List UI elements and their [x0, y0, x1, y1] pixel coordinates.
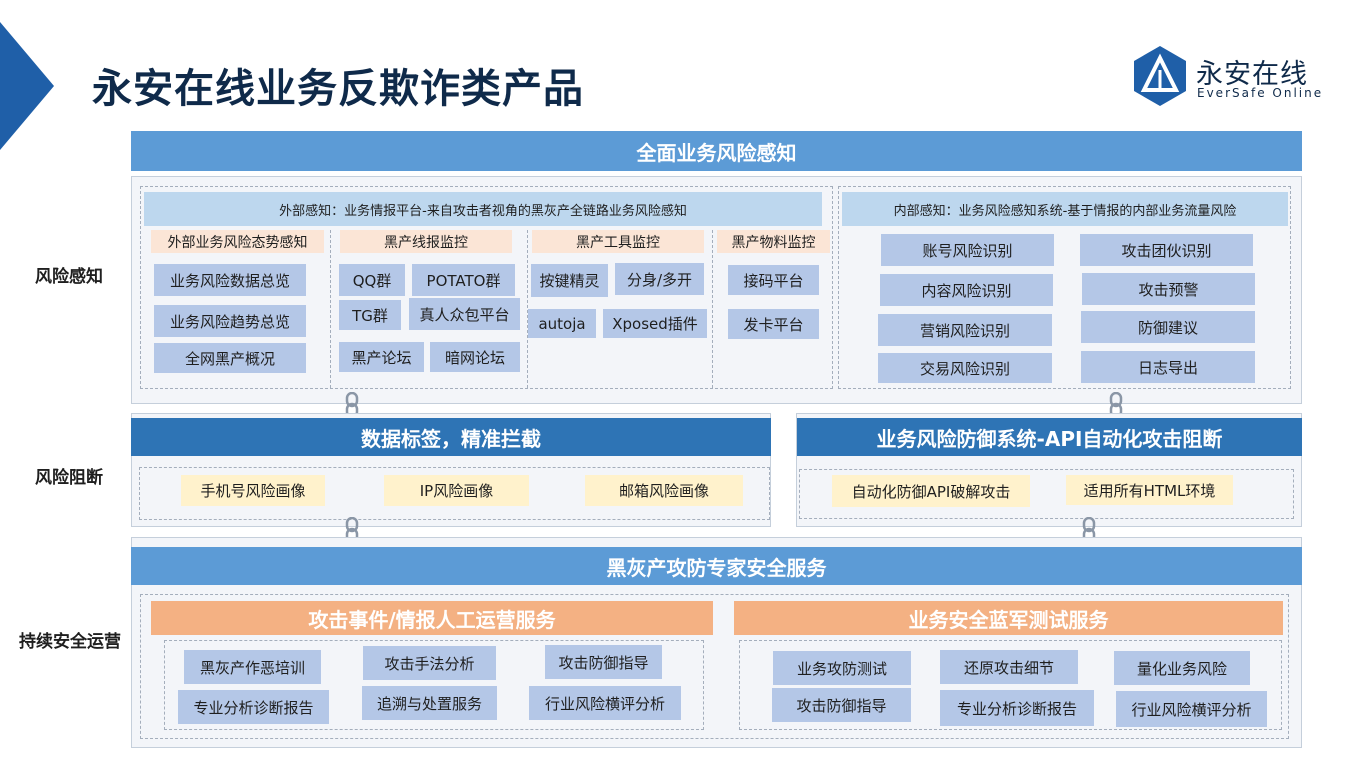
- capability-box: 内容风险识别: [880, 274, 1053, 306]
- service-box: 行业风险横评分析: [1116, 691, 1267, 727]
- capability-box: 全网黑产概况: [154, 343, 306, 373]
- logo-wordmark: 永安在线: [1196, 59, 1308, 90]
- service-box: 攻击手法分析: [363, 646, 496, 680]
- service-box: 量化业务风险: [1114, 651, 1250, 685]
- side-label-blocking: 风险阻断: [35, 468, 103, 488]
- service-box: 专业分析诊断报告: [178, 690, 329, 724]
- capability-box: 交易风险识别: [878, 353, 1052, 383]
- column-divider: [527, 230, 528, 388]
- page-title: 永安在线业务反欺诈类产品: [92, 66, 584, 112]
- capability-box: 日志导出: [1081, 351, 1255, 383]
- internal-perception-area: [838, 186, 1291, 389]
- capability-box: 攻击预警: [1082, 273, 1255, 305]
- capability-box: 按键精灵: [531, 264, 608, 297]
- service-box: 黑灰产作恶培训: [184, 650, 321, 684]
- profile-box: 邮箱风险画像: [585, 475, 743, 506]
- category-material-monitor: 黑产物料监控: [717, 230, 830, 253]
- external-perception-area: [140, 186, 833, 389]
- capability-box: 暗网论坛: [430, 342, 520, 372]
- profile-box: 手机号风险画像: [181, 475, 325, 506]
- capability-box: POTATO群: [412, 264, 515, 296]
- capability-box: 攻击团伙识别: [1080, 234, 1253, 266]
- column-divider: [712, 230, 713, 388]
- category-tool-monitor: 黑产工具监控: [532, 230, 704, 253]
- capability-box: 账号风险识别: [881, 234, 1054, 266]
- profile-box: IP风险画像: [384, 475, 529, 506]
- capability-box: autoja: [528, 309, 596, 338]
- operations-area: [140, 594, 1289, 739]
- external-subheader: 外部感知：业务情报平台-来自攻击者视角的黑灰产全链路业务风险感知: [144, 192, 822, 226]
- capability-box: 业务风险数据总览: [154, 264, 306, 296]
- blocking-right-header: 业务风险防御系统-API自动化攻击阻断: [797, 418, 1302, 456]
- capability-box: TG群: [339, 300, 401, 330]
- service-box: 行业风险横评分析: [529, 686, 681, 720]
- capability-box: Xposed插件: [603, 309, 707, 338]
- service-box: 攻击防御指导: [545, 645, 662, 679]
- operations-left-area: [164, 640, 704, 730]
- side-label-perception: 风险感知: [35, 267, 103, 287]
- capability-box: 防御建议: [1081, 311, 1255, 343]
- profile-box: 适用所有HTML环境: [1066, 475, 1233, 505]
- internal-subheader: 内部感知：业务风险感知系统-基于情报的内部业务流量风险: [842, 192, 1288, 226]
- category-threat-intel: 黑产线报监控: [340, 230, 512, 253]
- blocking-right-area: [799, 469, 1294, 519]
- profile-box: 自动化防御API破解攻击: [832, 475, 1030, 507]
- operations-header: 黑灰产攻防专家安全服务: [131, 547, 1302, 585]
- capability-box: 接码平台: [728, 265, 819, 295]
- capability-box: 业务风险趋势总览: [154, 305, 306, 337]
- service-box: 追溯与处置服务: [362, 686, 497, 720]
- operations-right-header: 业务安全蓝军测试服务: [734, 601, 1283, 635]
- capability-box: 发卡平台: [728, 309, 819, 339]
- operations-right-area: [739, 640, 1282, 730]
- corner-chevron-decoration: [0, 22, 54, 150]
- capability-box: QQ群: [339, 264, 405, 296]
- capability-box: 分身/多开: [615, 263, 704, 295]
- capability-box: 真人众包平台: [409, 298, 520, 330]
- blocking-left-area: [139, 467, 770, 520]
- service-box: 业务攻防测试: [773, 651, 911, 685]
- operations-left-header: 攻击事件/情报人工运营服务: [151, 601, 713, 635]
- blocking-left-header: 数据标签，精准拦截: [131, 418, 771, 456]
- eversafe-logo-icon: [1134, 46, 1186, 106]
- category-external-situation: 外部业务风险态势感知: [151, 230, 324, 253]
- perception-header: 全面业务风险感知: [131, 131, 1302, 171]
- service-box: 还原攻击细节: [940, 650, 1078, 684]
- logo-subtitle: EverSafe Online: [1197, 86, 1324, 100]
- service-box: 专业分析诊断报告: [940, 690, 1094, 726]
- service-box: 攻击防御指导: [772, 688, 911, 722]
- capability-box: 营销风险识别: [878, 314, 1052, 346]
- side-label-operations: 持续安全运营: [19, 632, 121, 652]
- column-divider: [330, 230, 331, 388]
- capability-box: 黑产论坛: [339, 342, 424, 372]
